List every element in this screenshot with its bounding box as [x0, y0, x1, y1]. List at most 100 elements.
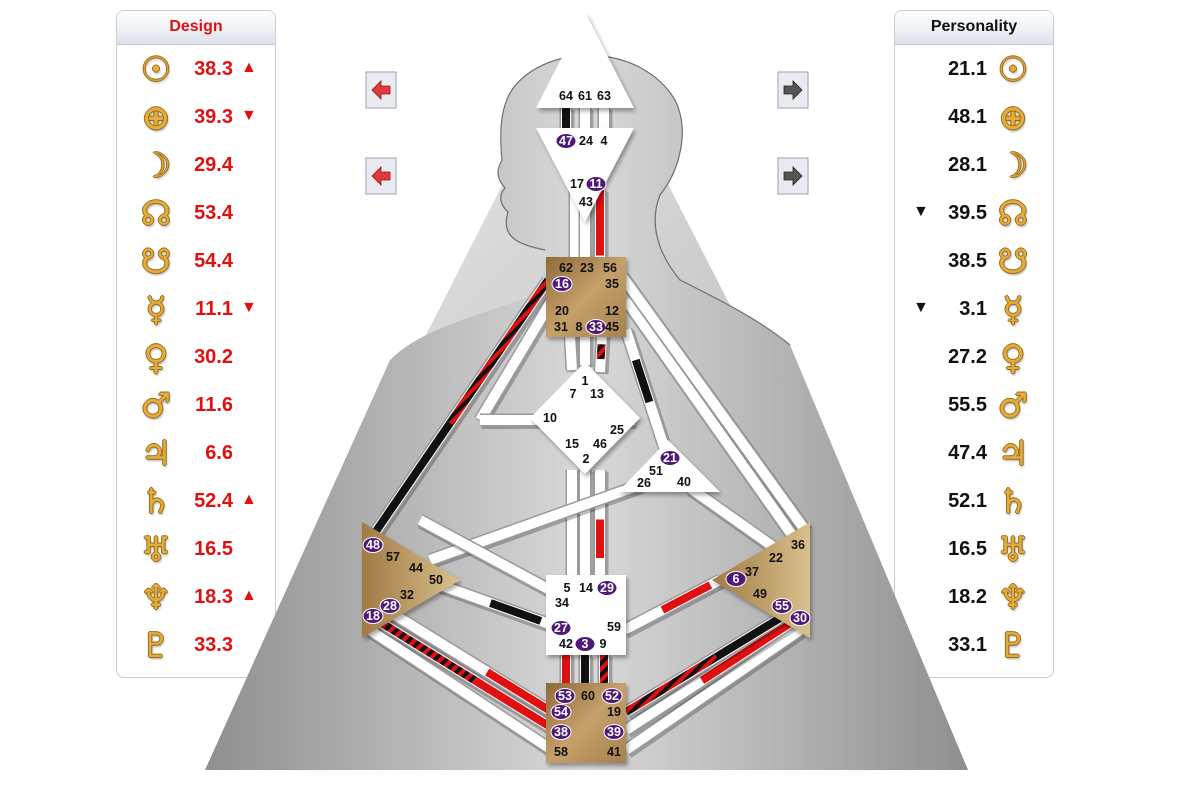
- active-gate-marker: [362, 537, 384, 553]
- gate-number: 2: [583, 452, 590, 466]
- gate-number: 8: [576, 320, 583, 334]
- exaltation-mark: ▲: [241, 587, 257, 604]
- active-gate-marker: [603, 724, 625, 740]
- active-gate-marker: [550, 704, 572, 720]
- gate-number: 26: [637, 476, 651, 490]
- planet-row: ☊53.4: [117, 190, 275, 238]
- g-center: [530, 362, 640, 474]
- planet-gate-value: 27.2: [948, 346, 987, 368]
- design-prev-1-button[interactable]: [365, 71, 397, 109]
- gate-number: 39: [607, 725, 621, 739]
- exaltation-mark: ▼: [913, 299, 929, 316]
- active-gate-marker: [659, 450, 681, 466]
- planet-row: ☉ 38.3 ▲: [117, 46, 275, 94]
- gate-number: 19: [607, 705, 621, 719]
- planet-row: ☉ 21.1: [895, 46, 1053, 94]
- south-node-icon: ☋: [140, 242, 172, 282]
- personality-next-1-button[interactable]: [777, 71, 809, 109]
- design-panel: Design ☉38.3▲⊕39.3▼☽29.4☊53.4☋54.4☿11.1▼…: [116, 10, 276, 678]
- north-node-icon: ☊: [140, 194, 172, 234]
- gate-number: 62: [559, 261, 573, 275]
- gate-number: 21: [663, 451, 677, 465]
- channel-activation: [699, 616, 798, 684]
- planet-row: ☿3.1▼: [895, 286, 1053, 334]
- moon-icon: ☽: [997, 146, 1029, 186]
- exaltation-mark: ▲: [241, 59, 257, 76]
- planet-row: ⊕48.1: [895, 94, 1053, 142]
- planet-gate-value: 29.4: [194, 154, 233, 176]
- head-center: [536, 12, 634, 108]
- planet-row: ☿11.1▼: [117, 286, 275, 334]
- gate-number: 61: [578, 89, 592, 103]
- gate-number: 46: [593, 437, 607, 451]
- gate-number: 54: [554, 705, 568, 719]
- gate-number: 25: [610, 423, 624, 437]
- gate-number: 53: [558, 689, 572, 703]
- planet-gate-value: 21.1: [948, 58, 987, 80]
- north-node-icon: ☊: [997, 194, 1029, 234]
- active-gate-marker: [789, 610, 811, 626]
- arrow-left-icon: [371, 166, 391, 186]
- planet-row: ♂11.6: [117, 382, 275, 430]
- channel-activation: [623, 653, 719, 716]
- planet-gate-value: 16.5: [948, 538, 987, 560]
- gate-number: 51: [649, 464, 663, 478]
- gate-number: 7: [570, 387, 577, 401]
- planet-row: ⊕39.3▼: [117, 94, 275, 142]
- design-prev-2-button[interactable]: [365, 157, 397, 195]
- planet-gate-value: 47.4: [948, 442, 987, 464]
- active-gate-marker: [585, 176, 607, 192]
- gate-number: 59: [607, 620, 621, 634]
- personality-next-2-button[interactable]: [777, 157, 809, 195]
- planet-gate-value: 28.1: [948, 154, 987, 176]
- planet-gate-value: 3.1: [959, 298, 987, 320]
- planet-gate-value: 48.1: [948, 106, 987, 128]
- gate-number: 35: [605, 277, 619, 291]
- channel: [565, 334, 577, 371]
- planet-gate-value: 55.5: [948, 394, 987, 416]
- gate-number: 5: [564, 581, 571, 595]
- saturn-icon: ♄: [140, 482, 172, 522]
- gate-number: 37: [745, 565, 759, 579]
- gate-number: 14: [579, 581, 593, 595]
- active-gate-marker: [551, 276, 573, 292]
- jupiter-icon: ♃: [997, 434, 1029, 474]
- planet-gate-value: 30.2: [194, 346, 233, 368]
- gate-number: 48: [366, 538, 380, 552]
- gate-number: 50: [429, 573, 443, 587]
- active-gate-marker: [601, 688, 623, 704]
- channel-activation: [366, 420, 454, 543]
- venus-icon: ♀: [1000, 338, 1026, 378]
- uranus-icon: ♅: [997, 530, 1029, 570]
- pluto-icon: ♇: [997, 626, 1029, 666]
- planet-row: ☋38.5: [895, 238, 1053, 286]
- planet-row: ♃6.6: [117, 430, 275, 478]
- planet-gate-value: 33.1: [948, 634, 987, 656]
- channel-activation: [631, 358, 654, 404]
- planet-row: ☽29.4: [117, 142, 275, 190]
- gate-number: 31: [554, 320, 568, 334]
- gate-number: 9: [600, 637, 607, 651]
- planet-row: ♄52.1: [895, 478, 1053, 526]
- planet-gate-value: 38.3: [194, 58, 233, 80]
- arrow-left-icon: [371, 80, 391, 100]
- active-gate-marker: [362, 608, 384, 624]
- gate-number: 36: [791, 538, 805, 552]
- channel-activation: [489, 599, 543, 625]
- planet-row: ♇33.3: [117, 622, 275, 670]
- gate-number: 40: [677, 475, 691, 489]
- gate-number: 58: [554, 745, 568, 759]
- gate-number: 17: [570, 177, 584, 191]
- neptune-icon: ♆: [997, 578, 1029, 618]
- gate-number: 33: [589, 320, 603, 334]
- active-gate-marker: [550, 620, 572, 636]
- sun-icon: ☉: [997, 50, 1029, 90]
- gate-number: 18: [366, 609, 380, 623]
- channel-activation: [472, 676, 555, 732]
- active-gate-marker: [771, 598, 793, 614]
- gate-number: 11: [589, 177, 602, 191]
- gate-number: 15: [565, 437, 579, 451]
- sun-icon: ☉: [140, 50, 172, 90]
- throat-center: [546, 257, 626, 337]
- active-gate-marker: [585, 319, 607, 335]
